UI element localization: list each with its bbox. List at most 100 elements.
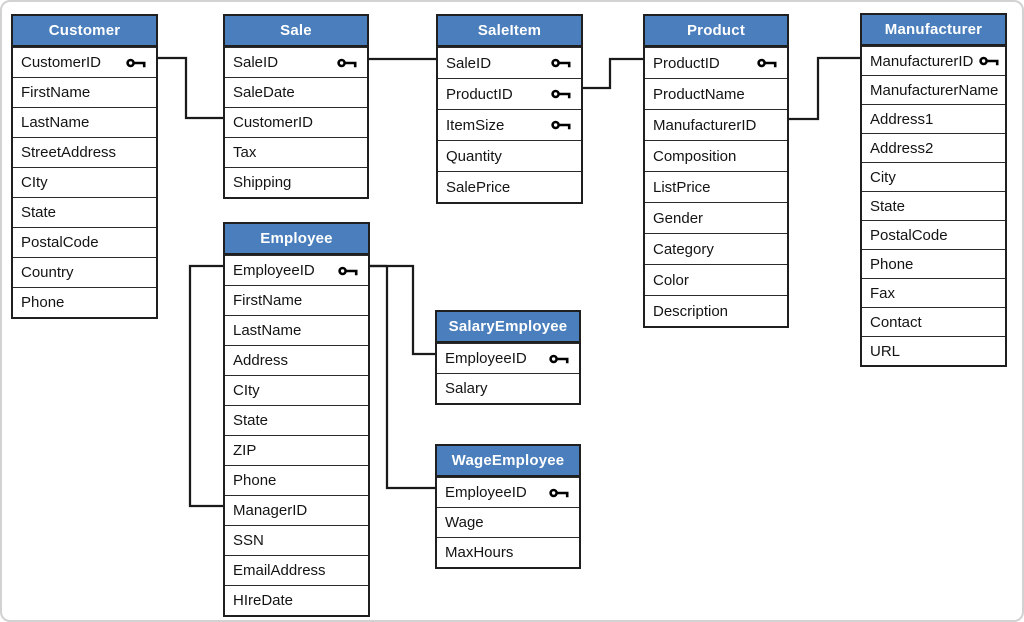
- field-label: Description: [653, 302, 729, 320]
- field-sale-shipping: Shipping: [225, 167, 367, 197]
- field-saleitem-itemsize: ItemSize: [438, 109, 581, 140]
- field-label: Address: [233, 352, 289, 369]
- primary-key-icon: [551, 88, 572, 100]
- connector-employee-self: [188, 264, 223, 508]
- field-manufacturer-address1: Address1: [862, 104, 1005, 133]
- field-manufacturer-url: URL: [862, 336, 1005, 365]
- field-label: Address2: [870, 139, 934, 157]
- field-sale-saleid: SaleID: [225, 47, 367, 77]
- field-label: Country: [21, 264, 74, 281]
- field-label: Gender: [653, 209, 704, 227]
- field-label: SalePrice: [446, 178, 511, 196]
- field-label: SaleID: [233, 54, 279, 71]
- field-manufacturer-city: City: [862, 162, 1005, 191]
- entity-saleitem-title[interactable]: SaleItem: [438, 16, 581, 47]
- field-manufacturer-postalcode: PostalCode: [862, 220, 1005, 249]
- field-label: Color: [653, 271, 689, 289]
- field-label: Contact: [870, 313, 922, 331]
- field-salaryemployee-salary: Salary: [437, 373, 579, 403]
- entity-wageemployee-title[interactable]: WageEmployee: [437, 446, 579, 477]
- field-employee-phone: Phone: [225, 465, 368, 495]
- primary-key-icon: [338, 265, 359, 277]
- field-label: Salary: [445, 380, 488, 397]
- field-product-category: Category: [645, 233, 787, 264]
- field-label: Wage: [445, 514, 484, 531]
- field-product-gender: Gender: [645, 202, 787, 233]
- field-label: ItemSize: [446, 116, 505, 134]
- entity-manufacturer-title[interactable]: Manufacturer: [862, 15, 1005, 46]
- field-saleitem-productid: ProductID: [438, 78, 581, 109]
- field-manufacturer-address2: Address2: [862, 133, 1005, 162]
- field-employee-managerid: ManagerID: [225, 495, 368, 525]
- field-product-manufacturerid: ManufacturerID: [645, 109, 787, 140]
- field-label: Shipping: [233, 174, 292, 191]
- field-customer-state: State: [13, 197, 156, 227]
- field-employee-state: State: [225, 405, 368, 435]
- field-product-productname: ProductName: [645, 78, 787, 109]
- field-label: ManufacturerID: [870, 52, 974, 70]
- field-label: SaleDate: [233, 84, 295, 101]
- primary-key-icon: [126, 57, 147, 69]
- entity-product-title[interactable]: Product: [645, 16, 787, 47]
- field-employee-zip: ZIP: [225, 435, 368, 465]
- primary-key-icon: [757, 57, 778, 69]
- field-label: Quantity: [446, 147, 502, 165]
- field-sale-tax: Tax: [225, 137, 367, 167]
- connector-saleitem-product: [583, 57, 643, 90]
- field-label: CIty: [233, 382, 260, 399]
- field-saleitem-quantity: Quantity: [438, 140, 581, 171]
- field-customer-streetaddress: StreetAddress: [13, 137, 156, 167]
- field-customer-country: Country: [13, 257, 156, 287]
- field-label: EmployeeID: [233, 262, 315, 279]
- field-employee-ssn: SSN: [225, 525, 368, 555]
- entity-employee-title[interactable]: Employee: [225, 224, 368, 255]
- field-manufacturer-contact: Contact: [862, 307, 1005, 336]
- field-product-listprice: ListPrice: [645, 171, 787, 202]
- field-employee-address: Address: [225, 345, 368, 375]
- field-manufacturer-state: State: [862, 191, 1005, 220]
- field-manufacturer-fax: Fax: [862, 278, 1005, 307]
- field-label: State: [233, 412, 269, 429]
- field-label: SaleID: [446, 54, 492, 72]
- field-label: ManufacturerName: [870, 81, 999, 99]
- field-label: ProductID: [653, 54, 720, 72]
- field-wageemployee-maxhours: MaxHours: [437, 537, 579, 567]
- field-label: ManufacturerID: [653, 116, 757, 134]
- field-label: MaxHours: [445, 544, 514, 561]
- field-label: StreetAddress: [21, 144, 117, 161]
- field-label: Category: [653, 240, 714, 258]
- field-label: Tax: [233, 144, 257, 161]
- entity-customer-title[interactable]: Customer: [13, 16, 156, 47]
- field-employee-city: CIty: [225, 375, 368, 405]
- field-customer-customerid: CustomerID: [13, 47, 156, 77]
- field-label: PostalCode: [870, 226, 948, 244]
- field-label: Phone: [233, 472, 277, 489]
- field-manufacturer-manufacturername: ManufacturerName: [862, 75, 1005, 104]
- field-wageemployee-wage: Wage: [437, 507, 579, 537]
- field-label: ManagerID: [233, 502, 308, 519]
- field-label: State: [21, 204, 57, 221]
- field-label: State: [870, 197, 906, 215]
- field-product-description: Description: [645, 295, 787, 326]
- field-product-productid: ProductID: [645, 47, 787, 78]
- field-sale-customerid: CustomerID: [225, 107, 367, 137]
- field-customer-firstname: FirstName: [13, 77, 156, 107]
- field-label: City: [870, 168, 896, 186]
- entity-salaryemployee-title[interactable]: SalaryEmployee: [437, 312, 579, 343]
- field-label: ListPrice: [653, 178, 711, 196]
- field-customer-phone: Phone: [13, 287, 156, 317]
- field-label: EmployeeID: [445, 350, 527, 367]
- entity-sale-title[interactable]: Sale: [225, 16, 367, 47]
- field-label: Phone: [21, 294, 65, 311]
- connector-employee-wageemployee: [370, 264, 435, 490]
- field-employee-emailaddress: EmailAddress: [225, 555, 368, 585]
